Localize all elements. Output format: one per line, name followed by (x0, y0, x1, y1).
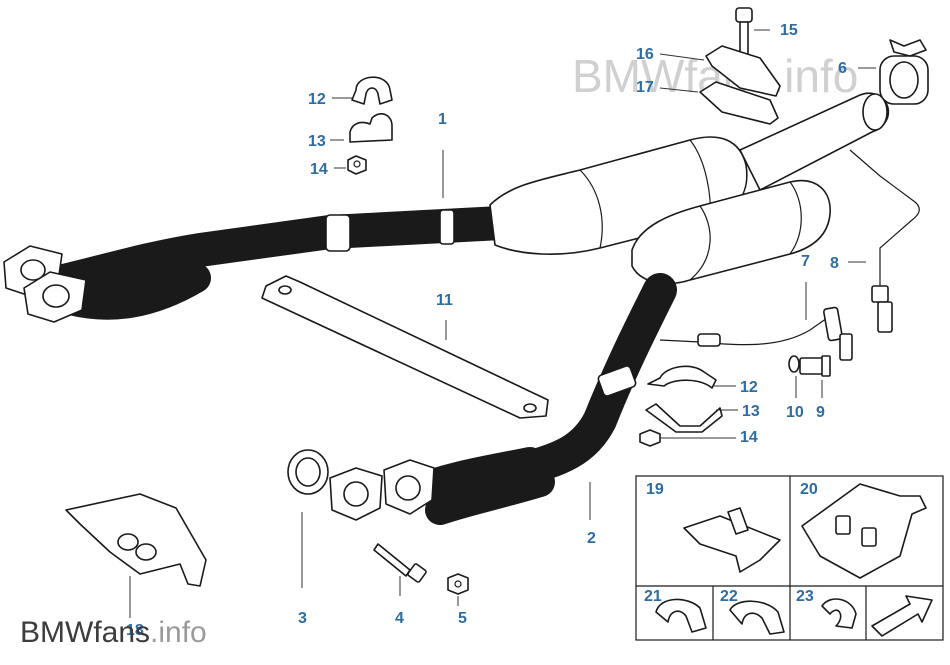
callout-1: 1 (438, 111, 447, 128)
callout-21: 21 (644, 588, 662, 605)
rear-exhaust-pipe[interactable] (329, 179, 831, 525)
bracket-19[interactable] (683, 507, 781, 573)
cover-20[interactable] (801, 483, 927, 579)
watermark-bottom-suffix: .info (150, 616, 207, 649)
heat-shield-16-17[interactable] (699, 45, 781, 125)
callout-5: 5 (458, 610, 467, 627)
next-page-arrow-icon[interactable] (871, 595, 933, 637)
callout-3: 3 (298, 610, 307, 627)
clip-21[interactable] (655, 598, 707, 633)
callout-22: 22 (720, 588, 738, 605)
lower-clamp-set[interactable] (639, 365, 723, 447)
callout-14-upper: 14 (310, 161, 328, 178)
callout-19: 19 (646, 481, 664, 498)
nut-5[interactable] (447, 573, 469, 595)
callout-2: 2 (587, 530, 596, 547)
callout-16: 16 (636, 46, 654, 63)
callout-23: 23 (796, 588, 814, 605)
watermark-bottom: BMWfans.info (20, 616, 207, 649)
callout-14-lower: 14 (740, 429, 758, 446)
washer-10[interactable] (788, 355, 800, 373)
heat-shield-18[interactable] (65, 493, 207, 587)
leader-lines (129, 29, 876, 618)
callout-17: 17 (636, 79, 654, 96)
callout-8: 8 (830, 255, 839, 272)
callout-9: 9 (816, 404, 825, 421)
oxygen-sensor-8[interactable] (849, 149, 920, 333)
callout-12-upper: 12 (308, 91, 326, 108)
bolt-4[interactable] (373, 543, 427, 583)
callout-12-lower: 12 (740, 379, 758, 396)
upper-clamp-set[interactable] (347, 76, 393, 175)
callout-labels: 1 2 3 4 5 6 7 8 9 10 11 12 12 13 13 14 1… (126, 22, 847, 639)
callout-10: 10 (786, 404, 804, 421)
bolt-9[interactable] (799, 355, 831, 377)
callout-13-upper: 13 (308, 133, 326, 150)
callout-11: 11 (436, 292, 453, 309)
bolt-15[interactable] (735, 7, 753, 55)
callout-18: 18 (126, 622, 144, 639)
watermark-bottom-main: BMWfans (20, 616, 150, 649)
callout-13-lower: 13 (742, 403, 760, 420)
callout-20: 20 (800, 481, 818, 498)
gasket-3[interactable] (287, 449, 329, 495)
clip-23[interactable] (821, 598, 857, 629)
callout-6: 6 (838, 60, 847, 77)
oxygen-sensor-7[interactable] (659, 306, 853, 361)
pipe-clamp-6[interactable] (879, 39, 929, 105)
callout-7: 7 (801, 253, 810, 270)
support-strap[interactable] (261, 275, 549, 419)
callout-15: 15 (780, 22, 798, 39)
clip-22[interactable] (729, 600, 785, 635)
callout-4: 4 (395, 610, 404, 627)
front-exhaust-pipe[interactable] (3, 92, 890, 323)
